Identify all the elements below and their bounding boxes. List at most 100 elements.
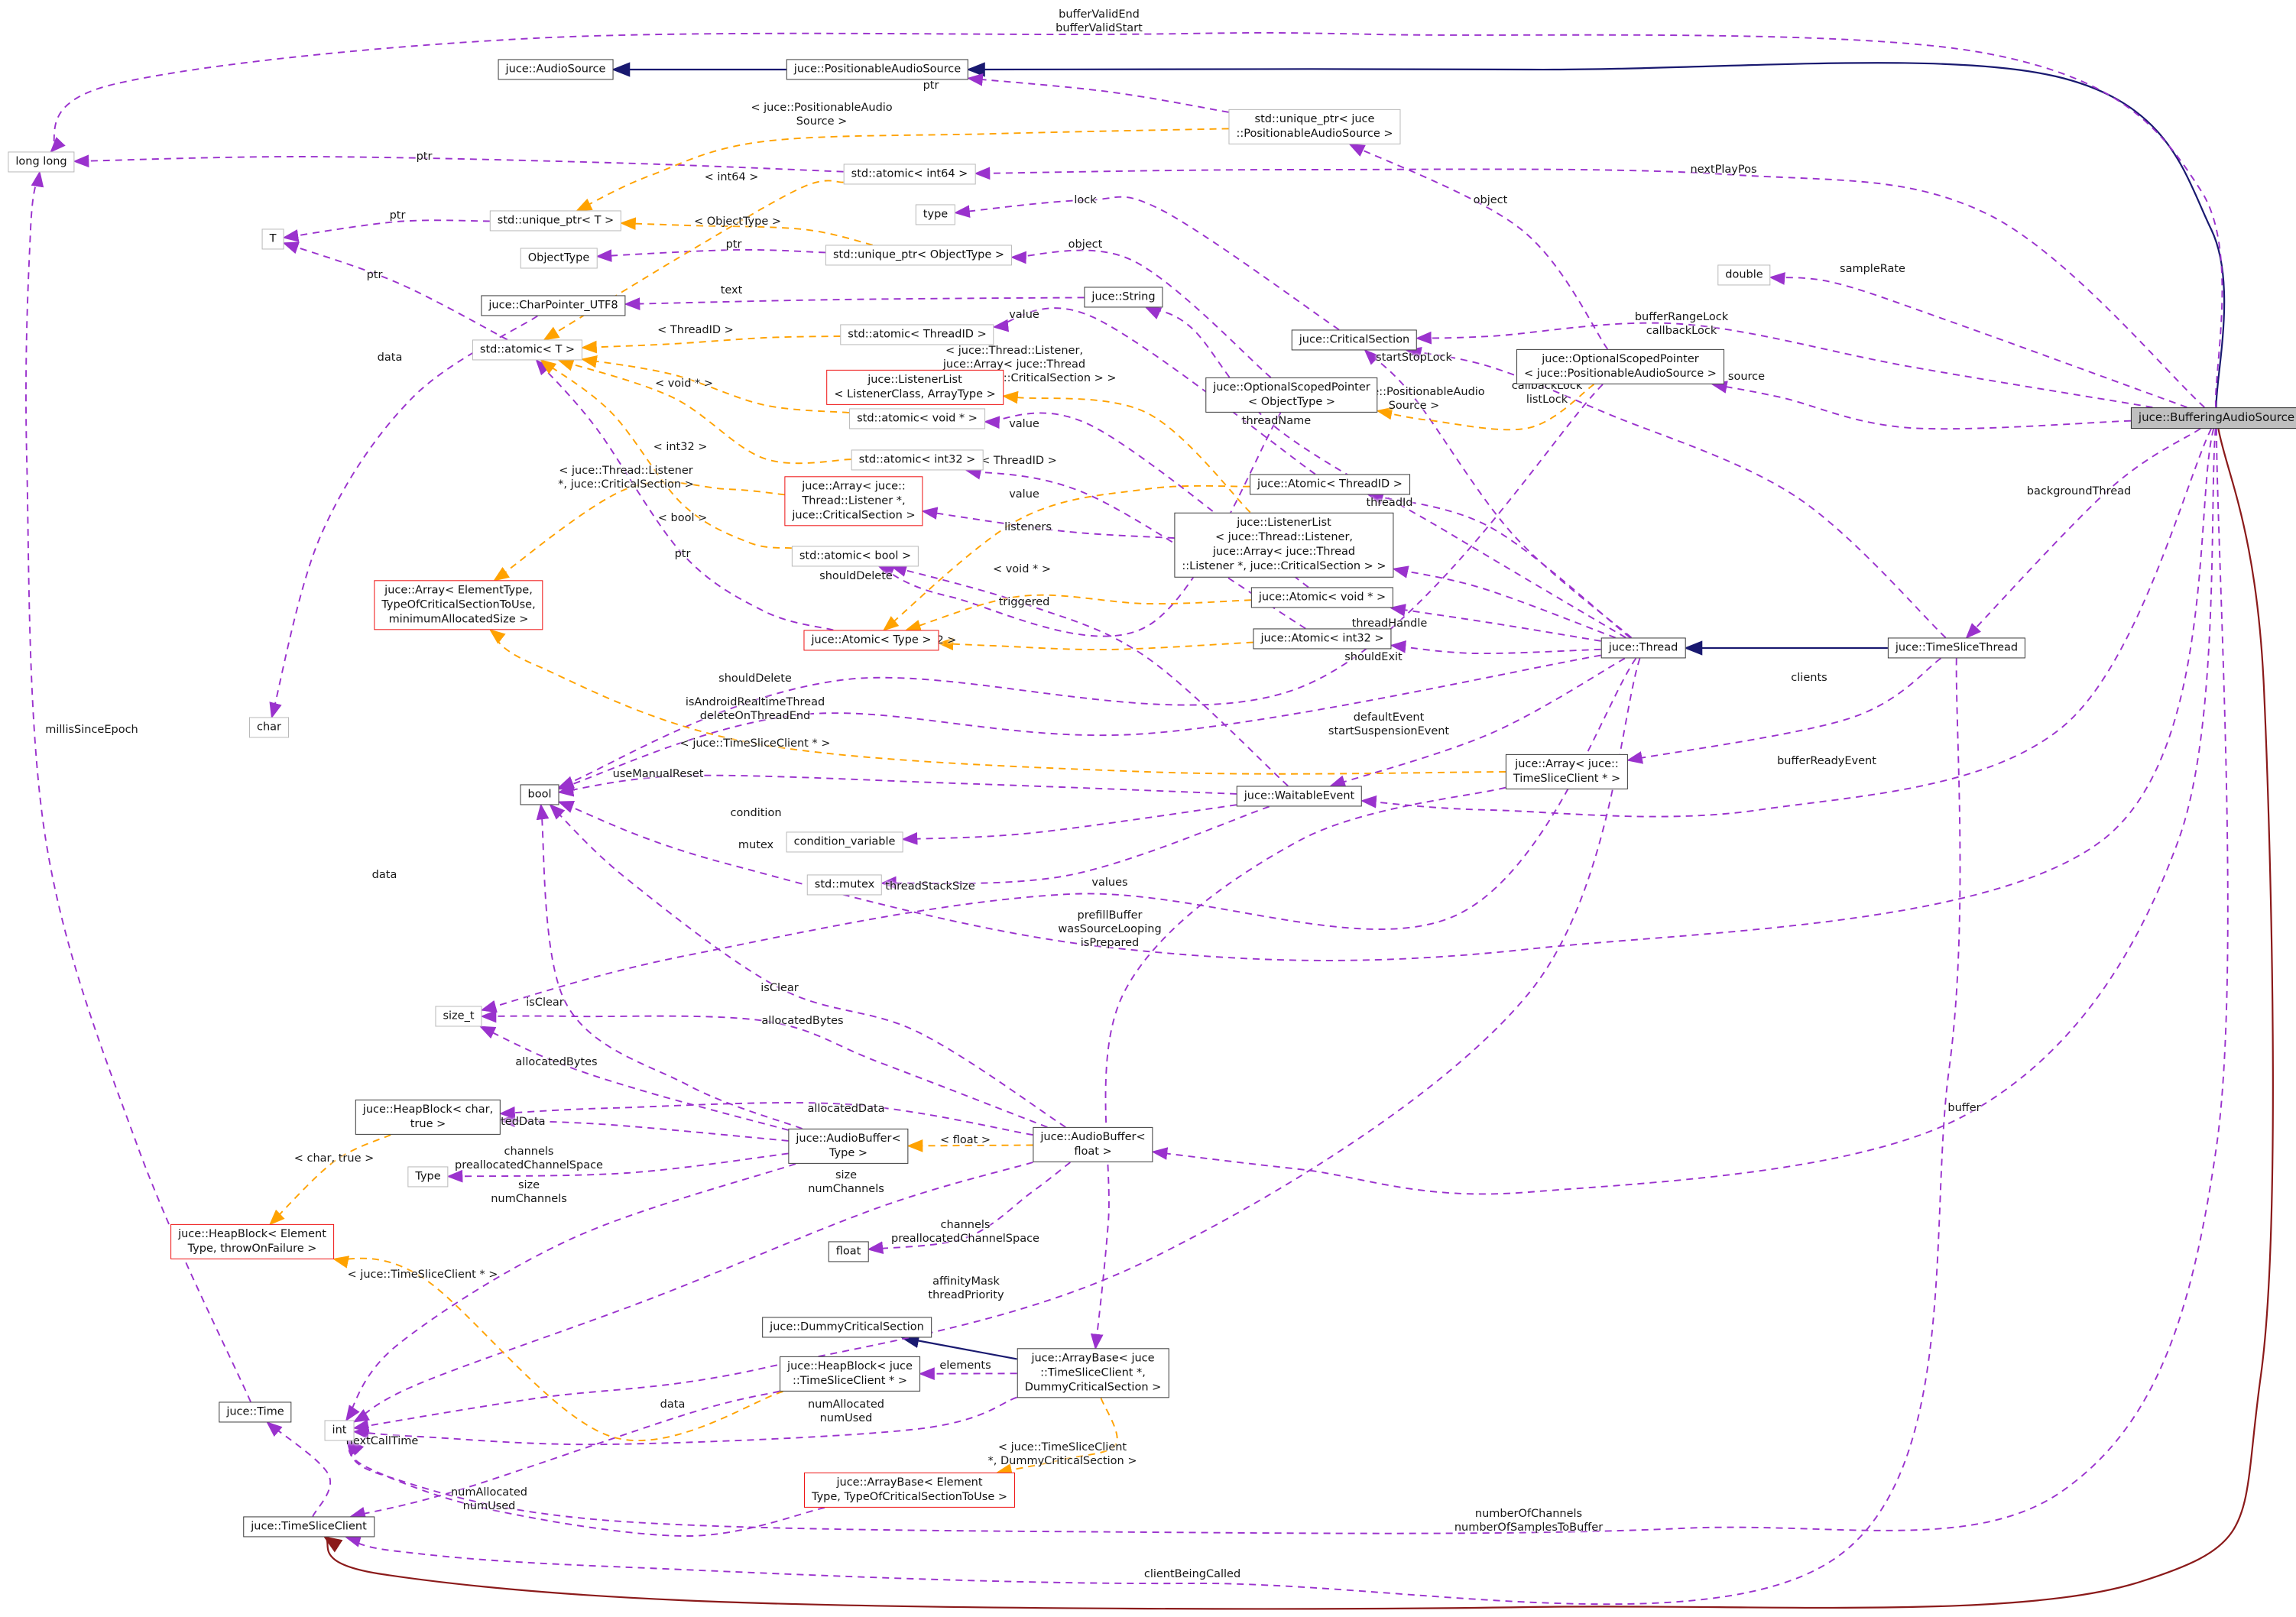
class-node-floatNode: float bbox=[828, 1241, 869, 1262]
edge-label-thrIDtpl1: < ThreadID > bbox=[657, 323, 734, 336]
class-node-audioSource[interactable]: juce::AudioSource bbox=[498, 59, 614, 80]
class-node-jAtomicType: juce::Atomic< Type > bbox=[803, 630, 939, 651]
edge-jAtomicVoid-jAtomicType bbox=[904, 594, 1252, 633]
class-node-arrayBaseTSC[interactable]: juce::ArrayBase< juce ::TimeSliceClient … bbox=[1017, 1348, 1169, 1398]
edge-uptrT-T bbox=[282, 219, 491, 242]
edge-uptrObjectType-objectType bbox=[595, 248, 826, 262]
class-node-listenerListTpl: juce::ListenerList < ListenerClass, Arra… bbox=[826, 369, 1004, 406]
edge-atomicInt64-longlong bbox=[73, 154, 844, 173]
edge-atomicBool-atomicT bbox=[540, 359, 793, 549]
edge-label-nextPlayPos: nextPlayPos bbox=[1690, 163, 1757, 176]
edge-audioBufferFloat-bool bbox=[549, 804, 1066, 1128]
class-node-audioBufferFloat[interactable]: juce::AudioBuffer< float > bbox=[1033, 1126, 1153, 1163]
edge-bufferingAudioSource-atomicInt64 bbox=[974, 167, 2205, 408]
class-node-atomicThreadID: std::atomic< ThreadID > bbox=[840, 324, 994, 345]
class-node-atomicInt64: std::atomic< int64 > bbox=[843, 164, 976, 185]
edge-audioBufferFloat-audioBufferType bbox=[906, 1139, 1033, 1152]
edge-audioBufferFloat-sizeT bbox=[480, 1009, 1048, 1128]
edge-heapBlockTSC-heapBlockElem bbox=[332, 1256, 783, 1441]
class-node-jAtomicInt32[interactable]: juce::Atomic< int32 > bbox=[1253, 628, 1392, 650]
class-node-arrayElementType: juce::Array< ElementType, TypeOfCritical… bbox=[374, 580, 543, 630]
edge-label-tscDummyTpl: < juce::TimeSliceClient *, DummyCritical… bbox=[987, 1440, 1137, 1467]
class-node-jAtomicVoid[interactable]: juce::Atomic< void * > bbox=[1250, 587, 1394, 608]
class-node-listenerListInst[interactable]: juce::ListenerList < juce::Thread::Liste… bbox=[1174, 512, 1394, 578]
edge-uptrPAS-uptrT bbox=[576, 128, 1229, 212]
edge-uptrPAS-posAudioSource bbox=[966, 73, 1229, 113]
class-node-heapBlockElem: juce::HeapBlock< Element Type, throwOnFa… bbox=[170, 1223, 334, 1260]
class-node-ospObjectType[interactable]: juce::OptionalScopedPointer < ObjectType… bbox=[1205, 377, 1378, 413]
edge-arrayBaseTSC-intNode bbox=[352, 1396, 1017, 1446]
edge-label-bufferValid: bufferValidEnd bufferValidStart bbox=[1056, 8, 1143, 34]
edge-uptrObjectType-uptrT bbox=[619, 217, 873, 246]
class-node-heapBlockChar[interactable]: juce::HeapBlock< char, true > bbox=[355, 1099, 501, 1136]
edge-atomicThreadID-atomicT bbox=[580, 335, 841, 354]
edge-label-defaultEvent: defaultEvent startSuspensionEvent bbox=[1328, 711, 1450, 737]
edge-timeSliceThread-arrayTSC bbox=[1626, 657, 1941, 764]
edge-label-nextCallTime: nextCallTime bbox=[345, 1434, 419, 1447]
class-node-audioBufferType[interactable]: juce::AudioBuffer< Type > bbox=[788, 1128, 909, 1165]
class-node-criticalSection[interactable]: juce::CriticalSection bbox=[1291, 329, 1418, 351]
edge-waitableEvent-atomicBool bbox=[890, 564, 1289, 787]
edge-label-int64tpl: < int64 > bbox=[704, 170, 759, 183]
edge-label-bufferReadyEvent: bufferReadyEvent bbox=[1777, 754, 1876, 767]
class-node-doubleNode: double bbox=[1717, 264, 1771, 286]
class-node-bufferingAudioSource: juce::BufferingAudioSource bbox=[2130, 407, 2296, 429]
edge-label-object2: object bbox=[1473, 193, 1508, 206]
edge-bufferingAudioSource-longlong bbox=[50, 31, 2223, 408]
edge-criticalSection-type bbox=[953, 196, 1340, 331]
edge-thread-bool bbox=[557, 654, 1601, 791]
edge-label-ptr2: ptr bbox=[416, 150, 433, 163]
edge-arrayBaseTSC-arrayBaseElem bbox=[995, 1398, 1118, 1476]
edge-label-charTrueTpl: < char, true > bbox=[293, 1152, 375, 1165]
class-node-char: char bbox=[248, 717, 290, 738]
class-node-atomicVoid: std::atomic< void * > bbox=[849, 408, 985, 429]
class-node-sizeT: size_t bbox=[435, 1006, 482, 1027]
edge-arrayTSC-arrayElementType bbox=[489, 629, 1506, 775]
class-node-ospPAS[interactable]: juce::OptionalScopedPointer < juce::Posi… bbox=[1516, 348, 1724, 385]
class-node-charPtrUTF8[interactable]: juce::CharPointer_UTF8 bbox=[481, 295, 626, 316]
edge-label-data1: data bbox=[377, 351, 403, 364]
edge-arrayTSC-arrayBaseTSC bbox=[1090, 786, 1506, 1350]
edge-bufferingAudioSource-posAudioSource bbox=[966, 62, 2226, 408]
edge-ospPAS-uptrPAS bbox=[1348, 144, 1609, 350]
class-node-dummyCS[interactable]: juce::DummyCriticalSection bbox=[762, 1317, 932, 1338]
edge-ospPAS-bool bbox=[557, 384, 1604, 789]
edge-label-int32tpl1: < int32 > bbox=[653, 440, 708, 453]
class-node-timeSliceClient[interactable]: juce::TimeSliceClient bbox=[243, 1516, 375, 1538]
class-node-condVar: condition_variable bbox=[786, 831, 903, 853]
class-node-bool: bool bbox=[520, 784, 559, 805]
class-node-arrayTSC[interactable]: juce::Array< juce:: TimeSliceClient * > bbox=[1505, 753, 1629, 790]
edge-label-voidTpl1: < void * > bbox=[654, 377, 714, 390]
edge-label-thrIDtpl2: < ThreadID > bbox=[981, 454, 1057, 467]
class-node-waitableEvent[interactable]: juce::WaitableEvent bbox=[1236, 786, 1363, 807]
class-node-longlong: long long bbox=[8, 151, 75, 173]
class-node-jAtomicThreadID[interactable]: juce::Atomic< ThreadID > bbox=[1250, 474, 1410, 495]
edge-listenerListInst-listenerListTpl bbox=[1000, 390, 1251, 514]
edge-waitableEvent-stdMutex bbox=[880, 805, 1270, 890]
edge-bufferingAudioSource-intNode bbox=[348, 428, 2229, 1534]
edge-thread-intNode bbox=[352, 658, 1641, 1432]
edge-audioBufferType-heapBlockChar bbox=[498, 1114, 789, 1142]
edge-label-affinity: affinityMask threadPriority bbox=[928, 1275, 1004, 1301]
edge-label-ptr1: ptr bbox=[923, 79, 939, 92]
edge-label-ptr4: ptr bbox=[725, 238, 742, 251]
edge-audioBufferFloat-floatNode bbox=[867, 1162, 1071, 1254]
edge-listenerListInst-arrayThreadListener bbox=[921, 507, 1175, 540]
edge-bufferingAudioSource-timeSliceClient bbox=[323, 428, 2274, 1610]
edge-label-isClear2: isClear bbox=[760, 981, 799, 994]
edge-label-allocBytes1: allocatedBytes bbox=[515, 1055, 598, 1068]
edge-jAtomicThreadID-atomicThreadID bbox=[992, 307, 1316, 475]
class-node-timeSliceThread[interactable]: juce::TimeSliceThread bbox=[1887, 637, 2026, 659]
edge-atomicT-T bbox=[282, 241, 508, 341]
edge-atomicVoid-atomicT bbox=[580, 355, 850, 413]
edge-thread-waitableEvent bbox=[1329, 657, 1626, 788]
class-node-string[interactable]: juce::String bbox=[1084, 287, 1163, 308]
class-node-stdMutex: std::mutex bbox=[806, 874, 883, 896]
class-node-posAudioSource[interactable]: juce::PositionableAudioSource bbox=[786, 59, 969, 80]
edge-label-startStopLock: startStopLock bbox=[1376, 351, 1452, 364]
class-node-timeNode[interactable]: juce::Time bbox=[219, 1402, 292, 1423]
edge-label-shouldDelete1: shouldDelete bbox=[819, 569, 893, 582]
class-node-thread[interactable]: juce::Thread bbox=[1600, 637, 1686, 659]
class-node-heapBlockTSC[interactable]: juce::HeapBlock< juce ::TimeSliceClient … bbox=[780, 1356, 920, 1392]
